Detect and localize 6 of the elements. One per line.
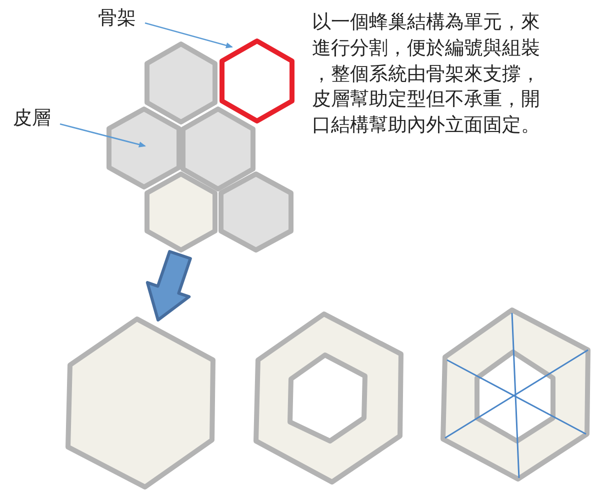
leader-line [60, 123, 146, 148]
part-label: 骨架 [98, 7, 136, 29]
block-arrow [146, 250, 192, 322]
leader-line [144, 22, 233, 48]
part-label: 皮層 [13, 107, 51, 129]
description-text: 以一個蜂巢結構為單元，來進行分割，便於編號與組裝，整個系統由骨架來支撐，皮層幫助定型但不承重，開口結構幫助內外立面固定。 [312, 10, 541, 138]
